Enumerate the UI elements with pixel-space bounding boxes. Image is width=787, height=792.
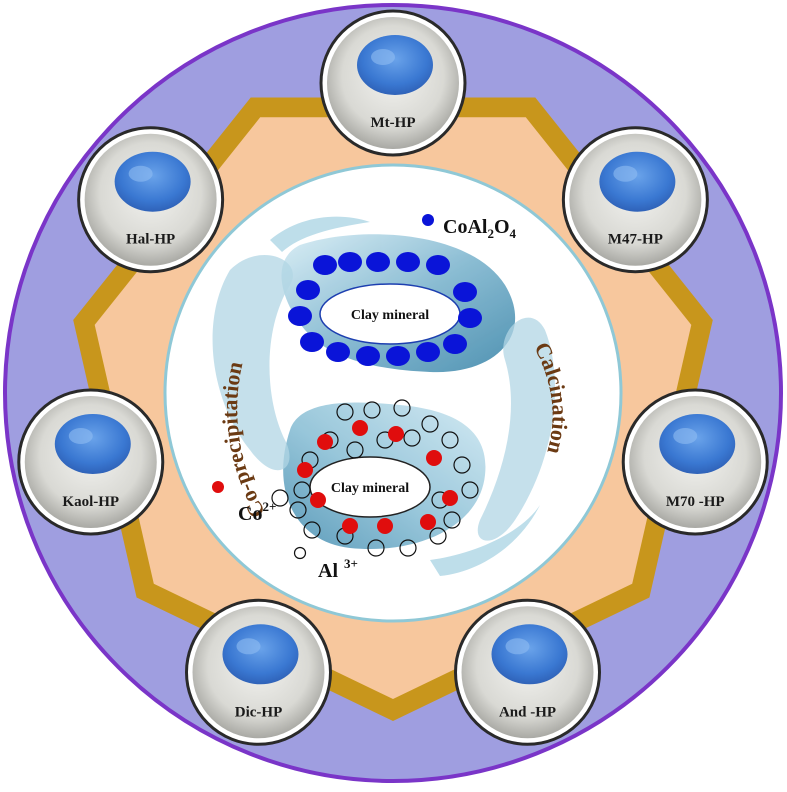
powder-highlight (613, 165, 638, 182)
clay-label-top: Clay mineral (351, 308, 429, 323)
powder-highlight (673, 427, 698, 444)
sample-plate-hal: Hal-HP (77, 126, 225, 274)
al-ion-circle (453, 456, 471, 474)
powder-heap (54, 413, 131, 474)
sample-label-m47: M47-HP (608, 232, 663, 248)
coal2o4-dot (416, 342, 440, 362)
coal2o4-dot (458, 308, 482, 328)
co-ion-dot (317, 434, 333, 450)
svg-text:Al3+: Al3+ (318, 556, 358, 582)
sample-plate-and: And -HP (454, 598, 602, 746)
water-right-wave (477, 317, 555, 541)
sample-plate-kaol: Kaol-HP (17, 388, 165, 536)
al-ion-circle (403, 429, 421, 447)
powder-highlight (128, 165, 153, 182)
powder-heap (659, 413, 736, 474)
coal2o4-dot (443, 334, 467, 354)
sample-label-dic: Dic-HP (235, 704, 282, 720)
powder-highlight (505, 638, 530, 655)
al-ion-circle (271, 489, 289, 507)
al-ion-circle (461, 481, 479, 499)
coal2o4-dot (288, 306, 312, 326)
sample-plates: Mt-HP M47-HP M70 -HP And -HP Dic-HP Kaol-HP Ha… (17, 9, 769, 746)
sample-label-and: And -HP (499, 704, 556, 720)
al-ion-circle (303, 521, 321, 539)
svg-text:CoAl2O4: CoAl2O4 (443, 216, 517, 241)
co-ion-dot (442, 490, 458, 506)
co-ion-dot (388, 426, 404, 442)
powder-heap (114, 151, 191, 212)
co-ion-dot (426, 450, 442, 466)
sample-label-kaol: Kaol-HP (62, 494, 119, 510)
sample-label-hal: Hal-HP (126, 232, 175, 248)
sample-label-m70: M70 -HP (666, 494, 725, 510)
sample-plate-dic: Dic-HP (184, 598, 332, 746)
legend-co-ion: Co2+ (212, 481, 276, 525)
powder-highlight (371, 49, 395, 65)
al-ion-circle (289, 501, 307, 519)
al-ion-circle (421, 415, 439, 433)
sample-plate-m47: M47-HP (561, 126, 709, 274)
sample-plate-mt: Mt-HP (319, 9, 467, 157)
coal2o4-dot (426, 255, 450, 275)
powder-highlight (68, 427, 93, 444)
al-ion-circle (393, 399, 411, 417)
water-spray-bottom (430, 505, 540, 576)
water-left-wave (212, 254, 293, 471)
svg-text:Co2+: Co2+ (238, 499, 276, 525)
al-ion-circle (441, 431, 459, 449)
coal2o4-dot (300, 332, 324, 352)
al-ion-circle (336, 403, 354, 421)
coal2o4-dot (366, 252, 390, 272)
coal2o4-dot (338, 252, 362, 272)
open-circle-icon (293, 546, 307, 560)
powder-heap (599, 151, 676, 212)
coal2o4-dot (396, 252, 420, 272)
co-ion-dot (310, 492, 326, 508)
co-ion-dot (352, 420, 368, 436)
coal2o4-dot (453, 282, 477, 302)
al-ion-circle (293, 481, 311, 499)
al-ion-circle (367, 539, 385, 557)
co-ion-particles (297, 420, 458, 534)
water-spray-top (270, 216, 370, 252)
al-ion-circle (443, 511, 461, 529)
co-ion-dot (297, 462, 313, 478)
clay-label-bottom: Clay mineral (331, 481, 409, 496)
powder-heap (222, 624, 299, 685)
powder-heap (357, 35, 433, 95)
coal2o4-particles (288, 252, 482, 366)
co-ion-dot (342, 518, 358, 534)
sample-label-mt: Mt-HP (371, 115, 416, 131)
powder-heap (491, 624, 568, 685)
co-ion-dot (377, 518, 393, 534)
powder-highlight (236, 638, 261, 655)
coal2o4-dot (296, 280, 320, 300)
al-ion-circle (399, 539, 417, 557)
co-ion-dot (420, 514, 436, 530)
red-dot-icon (212, 481, 224, 493)
sample-plate-m70: M70 -HP (621, 388, 769, 536)
legend-coal2o4: CoAl2O4 (422, 214, 517, 241)
al-ion-circle (363, 401, 381, 419)
coal2o4-dot (356, 346, 380, 366)
coal2o4-dot (313, 255, 337, 275)
blue-dot-icon (422, 214, 434, 226)
coal2o4-dot (386, 346, 410, 366)
al-ion-circle (346, 441, 364, 459)
al-ion-circle (429, 527, 447, 545)
coal2o4-dot (326, 342, 350, 362)
